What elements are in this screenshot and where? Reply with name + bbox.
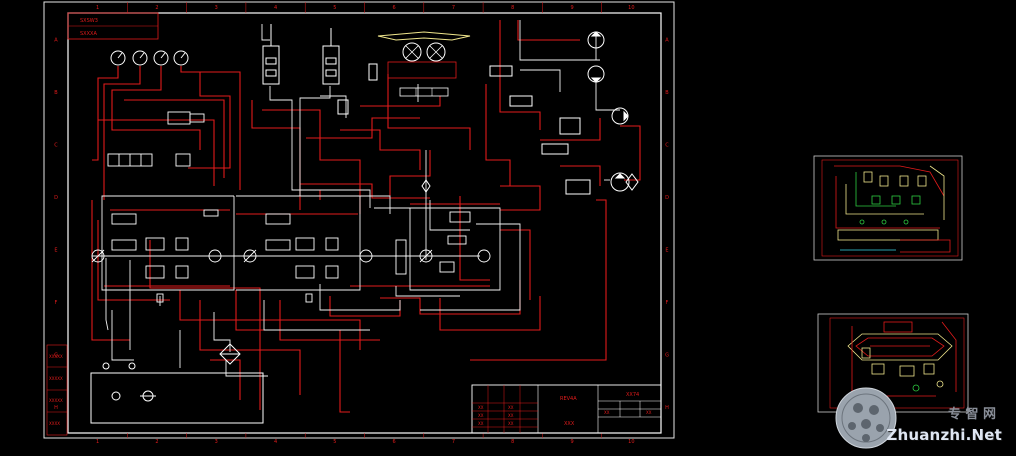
thumbnail-sheet-1[interactable] (813, 155, 963, 261)
col-label-top: 4 (274, 5, 277, 11)
circuit-block-1 (91, 213, 222, 303)
title-cell-2: XX (508, 405, 514, 410)
col-label-bottom: 2 (155, 439, 158, 445)
title-block: REV4A XX74 XXX XX XX XX XX XX XX XX XX (471, 384, 662, 434)
oil-tank (90, 372, 264, 424)
row-label-right: C (665, 142, 669, 148)
col-label-bottom: 4 (274, 439, 277, 445)
title-cell-8: XX (646, 410, 652, 415)
col-label-bottom: 7 (452, 439, 455, 445)
title-cell-3: XX (478, 413, 484, 418)
side-stamp-4: XXXX (49, 421, 60, 426)
row-labels-left: A B C D E F G H (54, 37, 58, 411)
title-cell-1: XX (478, 405, 484, 410)
dual-motor-unit (377, 31, 471, 97)
main-drawing-sheet[interactable]: 1 2 3 4 5 6 7 8 9 10 1 2 3 4 5 6 7 8 9 10 A B C D E F G H A B C D E F G… (43, 1, 675, 445)
title-right: XX74 (626, 392, 639, 398)
row-label-right: G (665, 352, 669, 358)
row-labels-right: A B C D E F G H (665, 37, 669, 411)
header-tag: SXSW3 (80, 18, 98, 24)
col-label-bottom: 9 (570, 439, 573, 445)
red-pipe-network (91, 20, 641, 413)
row-label-right: E (665, 247, 668, 253)
watermark-logo (835, 387, 897, 449)
circuit-block-2 (243, 213, 373, 303)
col-label-bottom: 1 (96, 439, 99, 445)
left-side-stamps: XXXXX XXXXX XXXXX XXXX (46, 344, 68, 436)
right-pumps (489, 31, 639, 195)
sheet-inner-frame (67, 12, 662, 434)
pressure-gauges (110, 50, 189, 66)
title-cell-5: XX (478, 421, 484, 426)
title-name: XXX (564, 421, 575, 427)
col-label-bottom: 3 (215, 439, 218, 445)
side-stamp-2: XXXXX (49, 376, 63, 381)
title-cell-7: XX (604, 410, 610, 415)
col-label-bottom: 8 (511, 439, 514, 445)
row-label-left: B (54, 90, 58, 96)
thumbnail-2-content (847, 321, 957, 397)
side-stamp-3: XXXXX (49, 398, 63, 403)
row-label-right: D (665, 195, 669, 201)
white-pipe-network (92, 20, 620, 377)
filter-and-tank (90, 179, 431, 424)
watermark-cn: 专 智 网 (947, 407, 996, 422)
row-label-left: G (54, 352, 58, 358)
column-labels-bottom: 1 2 3 4 5 6 7 8 9 10 (96, 433, 635, 445)
row-label-left: A (54, 37, 58, 43)
col-label-top: 7 (452, 5, 455, 11)
col-label-top: 10 (628, 5, 634, 11)
col-label-top: 6 (393, 5, 396, 11)
col-label-top: 5 (333, 5, 336, 11)
row-label-right: F (666, 300, 669, 306)
col-label-top: 8 (511, 5, 514, 11)
thumbnail-1-content (834, 165, 951, 253)
thumbnail-sheet-2[interactable] (817, 313, 969, 413)
watermark-site: Zhuanzhi.Net (886, 426, 1002, 444)
left-valve-blocks (107, 111, 219, 217)
col-label-top: 9 (570, 5, 573, 11)
row-label-right: A (665, 37, 669, 43)
sheet-outer-frame (43, 1, 675, 439)
col-label-bottom: 5 (333, 439, 336, 445)
title-left: REV4A (560, 396, 577, 402)
title-cell-6: XX (508, 421, 514, 426)
row-label-left: C (54, 142, 58, 148)
circuit-block-3 (395, 211, 491, 275)
col-label-top: 3 (215, 5, 218, 11)
column-labels-top: 1 2 3 4 5 6 7 8 9 10 (96, 2, 635, 13)
hydraulic-cylinders (262, 24, 378, 115)
col-label-top: 1 (96, 5, 99, 11)
col-label-bottom: 10 (628, 439, 634, 445)
col-label-bottom: 6 (393, 439, 396, 445)
row-label-right: B (665, 90, 669, 96)
row-label-right: H (665, 405, 669, 411)
title-cell-4: XX (508, 413, 514, 418)
row-label-left: E (54, 247, 57, 253)
row-label-left: F (55, 300, 58, 306)
col-label-top: 2 (155, 5, 158, 11)
header-sub: SXXXA (80, 31, 97, 37)
row-label-left: D (54, 195, 58, 201)
side-stamp-1: XXXXX (49, 354, 63, 359)
row-label-left: H (54, 405, 58, 411)
